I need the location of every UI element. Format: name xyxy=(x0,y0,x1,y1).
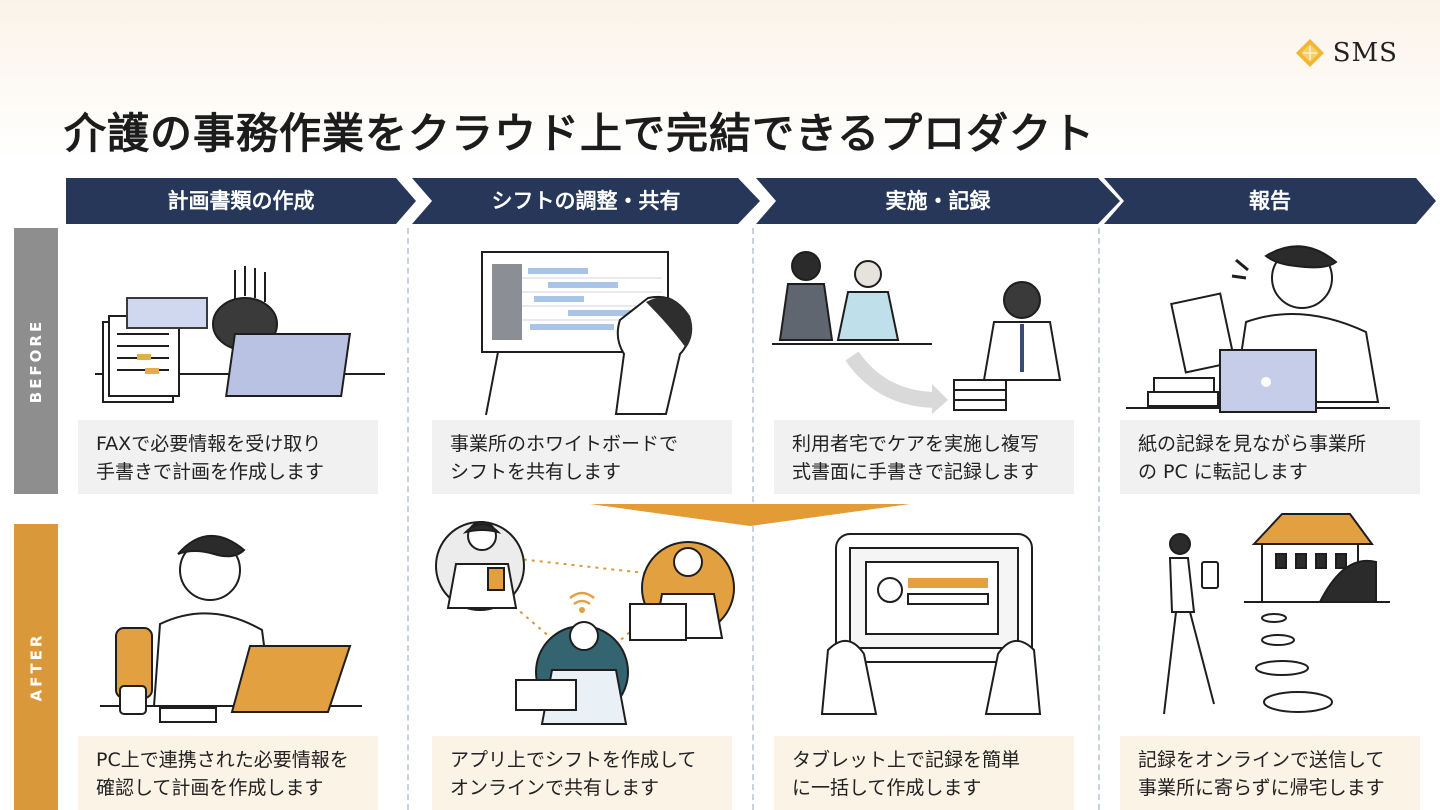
before-label-text: BEFORE xyxy=(27,318,46,404)
transcribing-worker-illustration xyxy=(1126,245,1390,413)
caption-line: シフトを共有します xyxy=(450,461,622,483)
caption-line: 紙の記録を見ながら事業所 xyxy=(1138,433,1367,455)
brand-logo: SMS xyxy=(1295,38,1398,68)
whiteboard-illustration xyxy=(481,251,693,416)
caption-line: 事業所のホワイトボードで xyxy=(450,433,679,455)
after-caption-record: タブレット上で記録を簡単 に一括して作成します xyxy=(774,736,1074,810)
before-caption-planning: FAXで必要情報を受け取り 手書きで計画を作成します xyxy=(78,420,378,494)
column-divider xyxy=(1098,228,1100,810)
page-title: 介護の事務作業をクラウド上で完結できるプロダクト xyxy=(64,109,1096,158)
remote-report-illustration xyxy=(1163,513,1390,715)
caption-line: タブレット上で記録を簡単 xyxy=(792,749,1021,771)
step-label: シフトの調整・共有 xyxy=(491,189,681,213)
tablet-record-illustration xyxy=(820,533,1042,715)
step-record: 実施・記録 xyxy=(756,178,1120,224)
caption-line: 事業所に寄らずに帰宅します xyxy=(1138,777,1385,799)
transition-arrow-icon xyxy=(590,504,910,526)
step-report: 報告 xyxy=(1104,178,1436,224)
caption-line: 手書きで計画を作成します xyxy=(96,461,325,483)
after-row-label: AFTER xyxy=(14,524,58,810)
overwhelmed-worker-illustration xyxy=(95,266,385,403)
after-caption-report: 記録をオンラインで送信して 事業所に寄らずに帰宅します xyxy=(1120,736,1420,810)
step-shift: シフトの調整・共有 xyxy=(412,178,760,224)
brand-name: SMS xyxy=(1332,38,1398,68)
online-shift-sharing-illustration xyxy=(435,521,735,725)
column-divider xyxy=(407,228,409,810)
caption-line: FAXで必要情報を受け取り xyxy=(96,433,322,455)
caption-line: 式書面に手書きで記録します xyxy=(792,461,1040,483)
caption-line: に一括して作成します xyxy=(792,777,982,799)
header-background xyxy=(0,0,1440,160)
before-caption-shift: 事業所のホワイトボードで シフトを共有します xyxy=(432,420,732,494)
caption-line: 確認して計画を作成します xyxy=(96,777,324,799)
step-label: 実施・記録 xyxy=(885,189,991,213)
caption-line: PC上で連携された必要情報を xyxy=(96,749,349,771)
step-label: 報告 xyxy=(1249,189,1291,213)
after-caption-shift: アプリ上でシフトを作成して オンラインで共有します xyxy=(432,736,732,810)
caption-line: オンラインで共有します xyxy=(450,777,660,799)
diamond-logo-icon xyxy=(1295,39,1324,67)
caption-line: 記録をオンラインで送信して xyxy=(1138,749,1385,771)
caption-line: アプリ上でシフトを作成して xyxy=(450,749,697,771)
step-planning: 計画書類の作成 xyxy=(66,178,416,224)
step-label: 計画書類の作成 xyxy=(167,189,315,213)
caption-line: 利用者宅でケアを実施し複写 xyxy=(792,433,1040,455)
before-caption-report: 紙の記録を見ながら事業所 の PC に転記します xyxy=(1120,420,1420,494)
caption-line: の PC に転記します xyxy=(1138,461,1308,483)
home-care-record-illustration xyxy=(772,251,1062,414)
pc-planning-worker-illustration xyxy=(100,535,362,723)
before-row-label: BEFORE xyxy=(14,228,58,494)
before-caption-record: 利用者宅でケアを実施し複写 式書面に手書きで記録します xyxy=(774,420,1074,494)
after-label-text: AFTER xyxy=(27,632,46,702)
after-caption-planning: PC上で連携された必要情報を 確認して計画を作成します xyxy=(78,736,378,810)
